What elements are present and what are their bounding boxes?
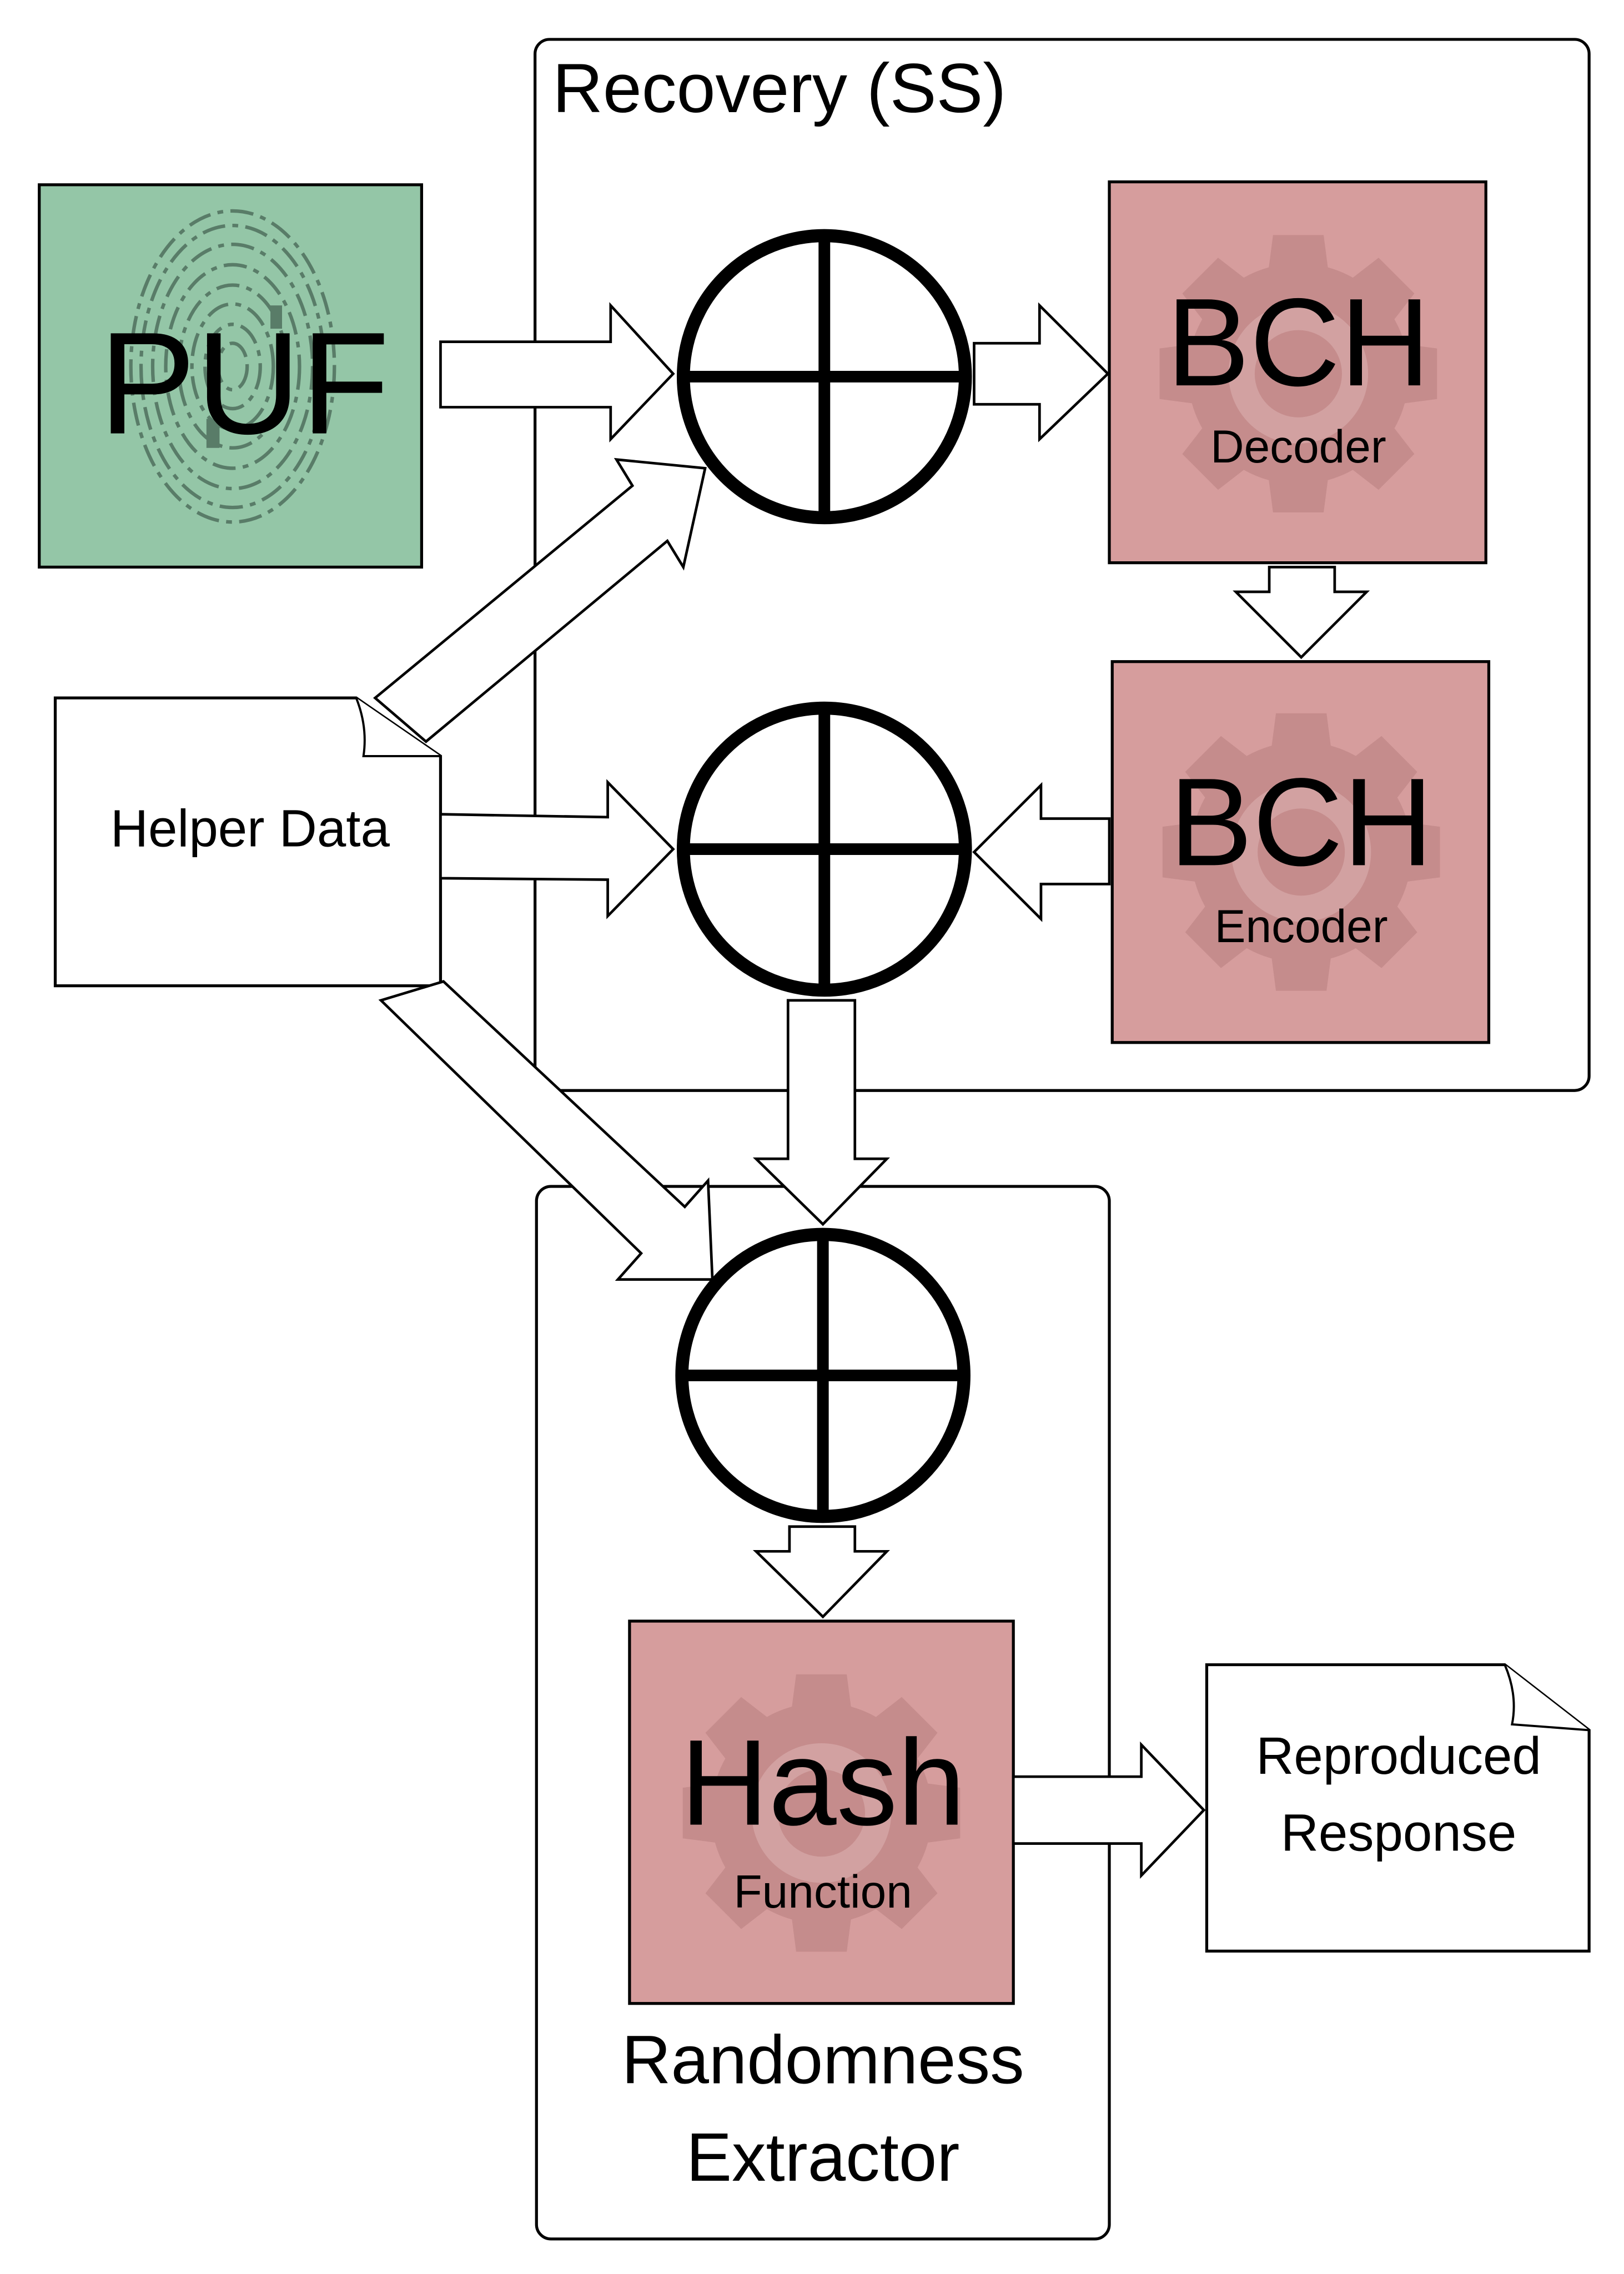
fingerprint-ridge [164, 263, 301, 470]
puf-block: PUF [38, 183, 424, 569]
helper-data-folded-corner [355, 697, 441, 757]
bch-encoder-title: BCH [1169, 752, 1433, 892]
arrow-helper-data-to-xor-3 [378, 980, 714, 1281]
bch-encoder-block: BCH Encoder [1110, 660, 1491, 1044]
arrow-xor-2-to-xor-3 [752, 999, 890, 1226]
hash-function-title: Hash [680, 1714, 965, 1851]
gear-hub [777, 1769, 866, 1857]
randomness-extractor-label-line1: Randomness [622, 2023, 1024, 2099]
fingerprint-ridge [139, 223, 326, 510]
arrow-bch-encoder-to-xor-2 [972, 782, 1111, 922]
recovery-container-title: Recovery (SS) [552, 49, 1006, 127]
reproduced-response-document: Reproduced Response [1205, 1663, 1591, 1953]
gear-icon [1159, 235, 1437, 513]
helper-data-label: Helper Data [110, 799, 390, 857]
arrow-hash-function-to-reproduced-response [1012, 1741, 1206, 1879]
gear-hub [1258, 808, 1345, 896]
gear-icon [1162, 713, 1440, 991]
reproduced-response-label-line1: Reproduced [1256, 1727, 1541, 1785]
reproduced-response-label-line2: Response [1281, 1804, 1516, 1862]
puf-label: PUF [99, 303, 390, 465]
arrow-xor-3-to-hash-function [752, 1525, 890, 1619]
hash-function-subtitle: Function [733, 1865, 912, 1918]
bch-encoder-subtitle: Encoder [1215, 900, 1388, 952]
helper-data-document: Helper Data [53, 696, 443, 988]
fingerprint-chip [206, 419, 220, 448]
xor-icon [675, 1227, 971, 1523]
gear-icon [682, 1674, 961, 1952]
bch-decoder-block: BCH Decoder [1108, 180, 1487, 565]
fingerprint-ridge [129, 209, 336, 524]
bch-decoder-subtitle: Decoder [1210, 420, 1386, 472]
recovery-container: Recovery (SS) [534, 38, 1591, 1092]
fingerprint-chip [270, 305, 283, 329]
hash-function-block: Hash Function [628, 1619, 1015, 2005]
fingerprint-ridge [150, 243, 315, 491]
gear-hub [1254, 330, 1342, 417]
reproduced-response-page [1205, 1663, 1591, 1953]
arrow-bch-decoder-to-bch-encoder [1233, 566, 1370, 660]
fingerprint-ridge [203, 323, 262, 411]
xor-icon [676, 701, 972, 997]
fingerprint-icon [129, 209, 336, 524]
xor-icon [676, 229, 972, 525]
puf-box [38, 183, 424, 569]
fingerprint-ridge [190, 302, 275, 431]
randomness-extractor-label-line2: Extractor [686, 2120, 959, 2196]
arrow-helper-data-to-xor-2 [439, 779, 675, 919]
arrow-puf-to-xor-1 [439, 302, 675, 442]
bch-decoder-title: BCH [1167, 272, 1430, 412]
fingerprint-ridge [177, 283, 289, 450]
arrow-xor-1-to-bch-decoder [973, 302, 1110, 442]
fingerprint-ridge [216, 341, 249, 392]
arrow-helper-data-to-xor-1 [373, 457, 707, 743]
reproduced-response-folded-corner [1504, 1664, 1590, 1732]
